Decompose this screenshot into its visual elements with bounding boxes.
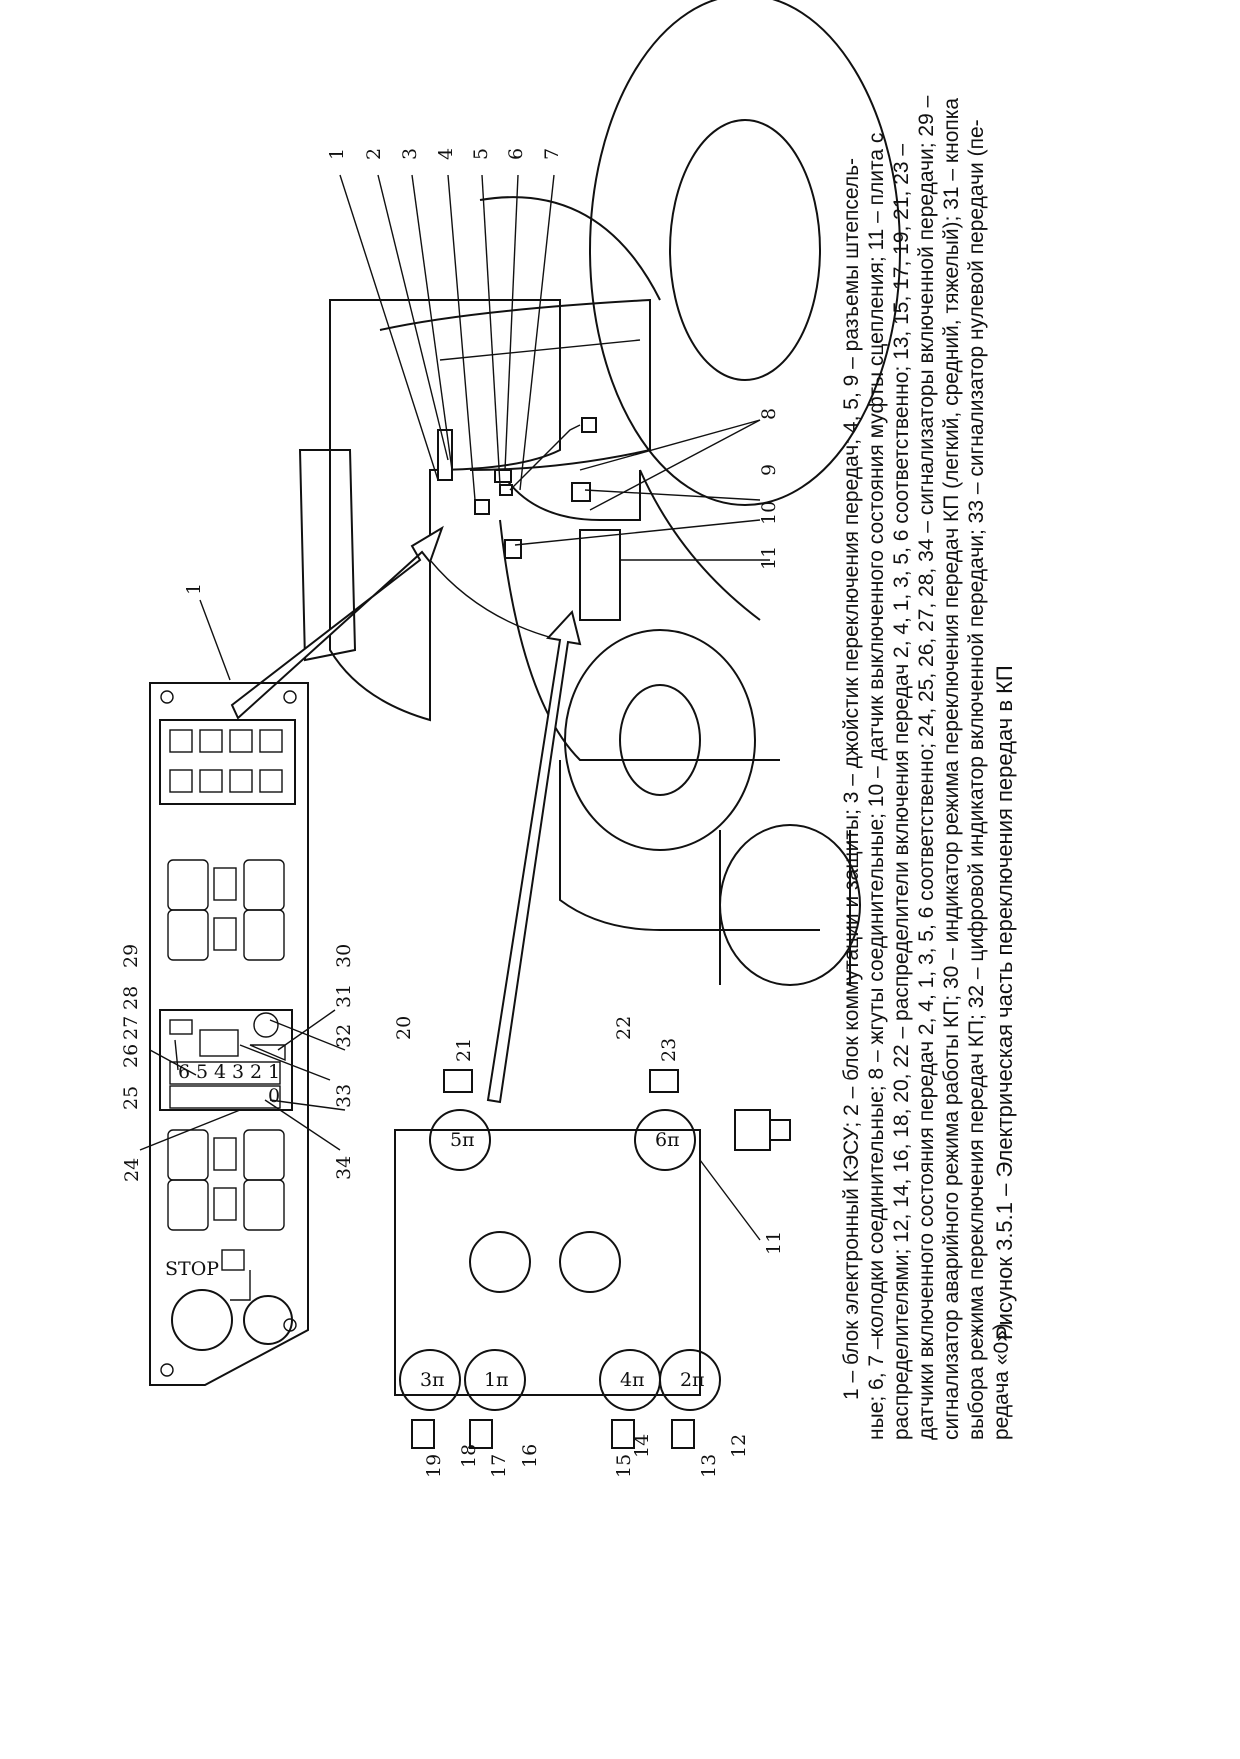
stop-label: STOP xyxy=(165,1258,219,1280)
svg-text:3: 3 xyxy=(232,1061,244,1083)
legend-text: 1 – блок электронный КЭСУ; 2 – блок комм… xyxy=(840,95,1013,1440)
svg-text:22: 22 xyxy=(613,1016,635,1040)
svg-text:32: 32 xyxy=(333,1024,355,1048)
svg-text:выбора режима переключения пер: выбора режима переключения передач КП; 3… xyxy=(965,119,988,1440)
gear-digit-strip: 6 5 4 3 2 1 0 xyxy=(169,1061,281,1109)
svg-text:30: 30 xyxy=(333,944,355,968)
control-panel: 6 5 4 3 2 1 0 STOP xyxy=(149,682,309,1386)
svg-text:7: 7 xyxy=(541,148,563,160)
svg-text:18: 18 xyxy=(458,1444,480,1468)
svg-text:21: 21 xyxy=(453,1038,475,1062)
svg-text:15: 15 xyxy=(613,1454,635,1478)
svg-text:16: 16 xyxy=(519,1444,541,1468)
svg-text:8: 8 xyxy=(758,408,780,420)
valve-3p: 3п xyxy=(420,1369,445,1391)
svg-text:10: 10 xyxy=(758,501,780,525)
svg-text:9: 9 xyxy=(758,464,780,476)
callout-numbers: 1 2 3 4 5 6 7 8 9 10 11 11 12 13 14 15 1… xyxy=(120,148,785,1478)
svg-text:27: 27 xyxy=(120,1016,142,1040)
valve-2p: 2п xyxy=(680,1369,705,1391)
svg-text:26: 26 xyxy=(120,1044,142,1068)
figure-caption: Рисунок 3.5.1 – Электрическая часть пере… xyxy=(992,665,1017,1340)
svg-text:29: 29 xyxy=(120,944,142,968)
svg-text:распределителями; 12, 14, 16,: распределителями; 12, 14, 16, 18, 20, 22… xyxy=(890,144,913,1440)
valve-1p: 1п xyxy=(484,1369,509,1391)
svg-text:датчики включенного состояния: датчики включенного состояния передач 2,… xyxy=(915,95,938,1440)
pointer-arrows xyxy=(230,525,582,1104)
svg-text:1: 1 xyxy=(183,583,205,595)
svg-text:2: 2 xyxy=(250,1061,262,1083)
svg-text:19: 19 xyxy=(423,1454,445,1478)
svg-text:1 – блок электронный КЭСУ; 2 –: 1 – блок электронный КЭСУ; 2 – блок комм… xyxy=(840,158,863,1400)
svg-text:5: 5 xyxy=(470,148,492,160)
svg-text:33: 33 xyxy=(333,1084,355,1108)
svg-text:4: 4 xyxy=(435,148,457,160)
valve-5p: 5п xyxy=(450,1129,475,1151)
svg-text:сигнализатор аварийного режима: сигнализатор аварийного режима работы КП… xyxy=(940,98,963,1440)
svg-text:13: 13 xyxy=(698,1454,720,1478)
svg-text:3: 3 xyxy=(399,148,421,160)
valve-6p: 6п xyxy=(655,1129,680,1151)
svg-text:1: 1 xyxy=(326,148,348,160)
svg-text:23: 23 xyxy=(658,1038,680,1062)
svg-text:25: 25 xyxy=(120,1086,142,1110)
svg-text:31: 31 xyxy=(333,984,355,1008)
svg-text:4: 4 xyxy=(214,1061,226,1083)
svg-text:17: 17 xyxy=(488,1454,510,1478)
svg-text:11: 11 xyxy=(758,546,780,570)
svg-text:ные; 6, 7 –колодки соединитель: ные; 6, 7 –колодки соединительные; 8 – ж… xyxy=(865,133,888,1440)
svg-text:5: 5 xyxy=(196,1061,208,1083)
valve-plate: 3п 1п 4п 2п 5п 6п xyxy=(394,1069,791,1449)
tractor-illustration xyxy=(298,0,901,986)
svg-text:6: 6 xyxy=(505,148,527,160)
svg-text:12: 12 xyxy=(728,1434,750,1458)
svg-text:1: 1 xyxy=(268,1061,280,1083)
svg-text:2: 2 xyxy=(363,148,385,160)
svg-text:24: 24 xyxy=(121,1158,143,1182)
leader-lines xyxy=(139,174,770,1241)
svg-text:14: 14 xyxy=(631,1434,653,1458)
svg-text:6: 6 xyxy=(178,1061,190,1083)
svg-text:28: 28 xyxy=(120,986,142,1010)
svg-text:20: 20 xyxy=(393,1016,415,1040)
svg-text:редача «0»).: редача «0»). xyxy=(990,1317,1013,1440)
svg-text:34: 34 xyxy=(333,1156,355,1180)
valve-4p: 4п xyxy=(620,1369,645,1391)
svg-text:11: 11 xyxy=(763,1231,785,1255)
